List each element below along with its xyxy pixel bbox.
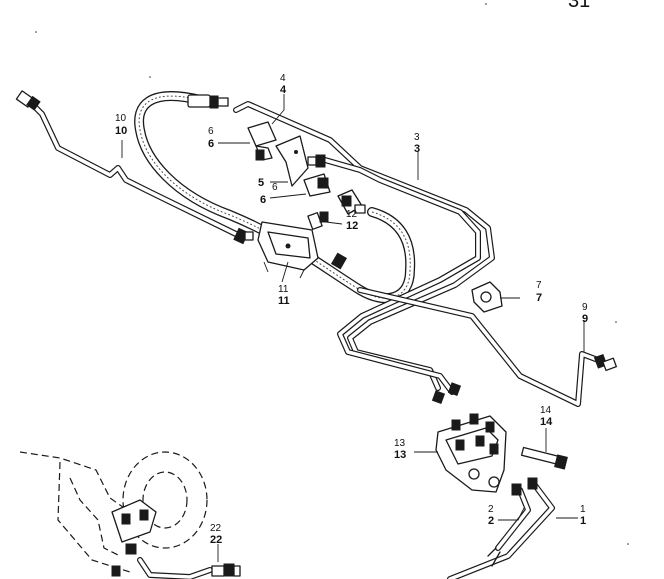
hose-end-fitting-top xyxy=(187,94,229,109)
svg-text:13: 13 xyxy=(394,449,406,461)
bleed-fitting-12 xyxy=(307,211,329,230)
callout-14: 14 14 xyxy=(540,405,553,428)
svg-text:5: 5 xyxy=(258,177,264,189)
brake-lines-3-4 xyxy=(233,101,495,395)
callout-3: 3 3 xyxy=(414,132,420,155)
callout-2: 2 2 xyxy=(488,504,494,527)
pipe-end-fittings xyxy=(307,154,462,405)
brake-lines-1-2 xyxy=(447,477,555,579)
callout-5: 5 xyxy=(258,177,264,189)
wheel-brake-assembly-phantom xyxy=(19,451,213,579)
pipe-fitting-left-end xyxy=(15,90,41,111)
svg-text:6: 6 xyxy=(208,126,214,137)
distributor-block-13 xyxy=(435,413,507,493)
svg-text:22: 22 xyxy=(210,534,222,546)
svg-text:10: 10 xyxy=(115,113,127,124)
callout-10: 10 10 xyxy=(115,113,127,137)
leader-lines xyxy=(121,94,585,562)
callout-6-upper: 6 6 xyxy=(208,126,214,150)
bracket-6-upper xyxy=(247,121,277,161)
brake-line-10 xyxy=(29,101,243,239)
union-fitting-12 xyxy=(337,189,366,215)
svg-text:3: 3 xyxy=(414,132,420,143)
bolt-14 xyxy=(520,446,568,470)
svg-text:10: 10 xyxy=(115,125,127,137)
callout-1: 1 1 xyxy=(580,504,586,527)
svg-text:22: 22 xyxy=(210,523,222,534)
svg-text:7: 7 xyxy=(536,280,542,291)
svg-text:14: 14 xyxy=(540,405,552,416)
svg-text:12: 12 xyxy=(346,209,358,220)
callout-7: 7 7 xyxy=(536,280,542,304)
svg-text:6: 6 xyxy=(260,194,266,206)
clamp-block-11 xyxy=(257,221,319,279)
brake-line-9 xyxy=(357,287,601,407)
callout-9: 9 9 xyxy=(582,302,588,325)
svg-text:1: 1 xyxy=(580,515,586,527)
grommet-7 xyxy=(471,281,503,313)
svg-text:9: 9 xyxy=(582,302,588,313)
bracket-5 xyxy=(275,135,309,187)
svg-text:1: 1 xyxy=(580,504,586,515)
svg-text:2: 2 xyxy=(488,515,494,527)
svg-text:4: 4 xyxy=(280,73,286,84)
svg-text:2: 2 xyxy=(488,504,494,515)
fitting-22 xyxy=(211,563,241,577)
svg-text:9: 9 xyxy=(582,313,588,325)
svg-text:6: 6 xyxy=(208,138,214,150)
callout-12: 12 12 xyxy=(346,209,358,232)
svg-text:11: 11 xyxy=(278,295,290,307)
svg-text:14: 14 xyxy=(540,416,553,428)
svg-text:7: 7 xyxy=(536,292,542,304)
svg-text:6: 6 xyxy=(272,182,278,193)
svg-text:11: 11 xyxy=(278,284,289,295)
stray-marks xyxy=(35,3,629,545)
svg-text:3: 3 xyxy=(414,143,420,155)
pipe-fitting-right-end xyxy=(593,353,617,372)
bracket-6-lower xyxy=(303,173,331,197)
callout-13: 13 13 xyxy=(394,438,406,461)
svg-text:12: 12 xyxy=(346,220,358,232)
callout-11: 11 11 xyxy=(278,284,290,307)
page-corner-number: 31 xyxy=(568,0,590,12)
callout-6-lower: 6 6 xyxy=(260,182,278,206)
union-nut-10 xyxy=(233,227,254,245)
svg-text:4: 4 xyxy=(280,84,287,96)
svg-text:13: 13 xyxy=(394,438,406,449)
callout-22: 22 22 xyxy=(210,523,222,546)
callout-4: 4 4 xyxy=(280,73,287,96)
